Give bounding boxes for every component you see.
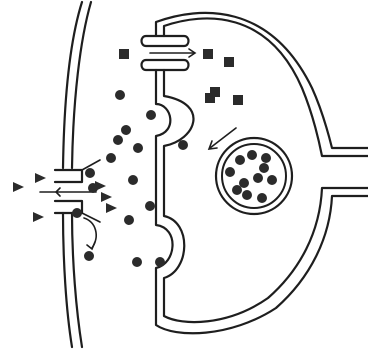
neurotransmitter-molecule	[178, 140, 188, 150]
neurotransmitter-molecule	[253, 173, 263, 183]
square-molecule	[119, 49, 129, 59]
neurotransmitter-molecule	[115, 90, 125, 100]
ion-triangle	[13, 182, 24, 192]
neurotransmitter-molecule	[132, 257, 142, 267]
neurotransmitter-molecule	[235, 155, 245, 165]
square-molecule	[224, 57, 234, 67]
neurotransmitter-molecule	[257, 193, 267, 203]
square-molecule	[205, 93, 215, 103]
ion-triangle	[33, 212, 44, 222]
reuptake-arrow	[84, 218, 96, 249]
square-molecule	[203, 49, 213, 59]
neurotransmitter-molecule	[113, 135, 123, 145]
neurotransmitter-molecule	[85, 168, 95, 178]
neurotransmitter-molecule	[121, 125, 131, 135]
neurotransmitter-molecule	[128, 175, 138, 185]
neurotransmitter-molecule	[146, 110, 156, 120]
particle-layer	[13, 49, 277, 267]
ion-triangle	[95, 181, 106, 191]
neurotransmitter-molecule	[133, 143, 143, 153]
neurotransmitter-molecule	[124, 215, 134, 225]
reuptake-transporter-channel	[142, 36, 196, 70]
neurotransmitter-molecule	[232, 185, 242, 195]
neurotransmitter-molecule	[225, 167, 235, 177]
ion-triangle	[35, 173, 46, 183]
neurotransmitter-molecule	[267, 175, 277, 185]
neurotransmitter-molecule	[259, 163, 269, 173]
neurotransmitter-molecule	[261, 153, 271, 163]
neurotransmitter-molecule	[72, 208, 82, 218]
neurotransmitter-molecule	[145, 201, 155, 211]
ion-triangle	[101, 192, 112, 202]
ion-triangle	[106, 203, 117, 213]
neurotransmitter-molecule	[106, 153, 116, 163]
neurotransmitter-molecule	[84, 251, 94, 261]
neurotransmitter-molecule	[242, 190, 252, 200]
neurotransmitter-molecule	[247, 150, 257, 160]
neurotransmitter-molecule	[155, 257, 165, 267]
square-molecule	[233, 95, 243, 105]
